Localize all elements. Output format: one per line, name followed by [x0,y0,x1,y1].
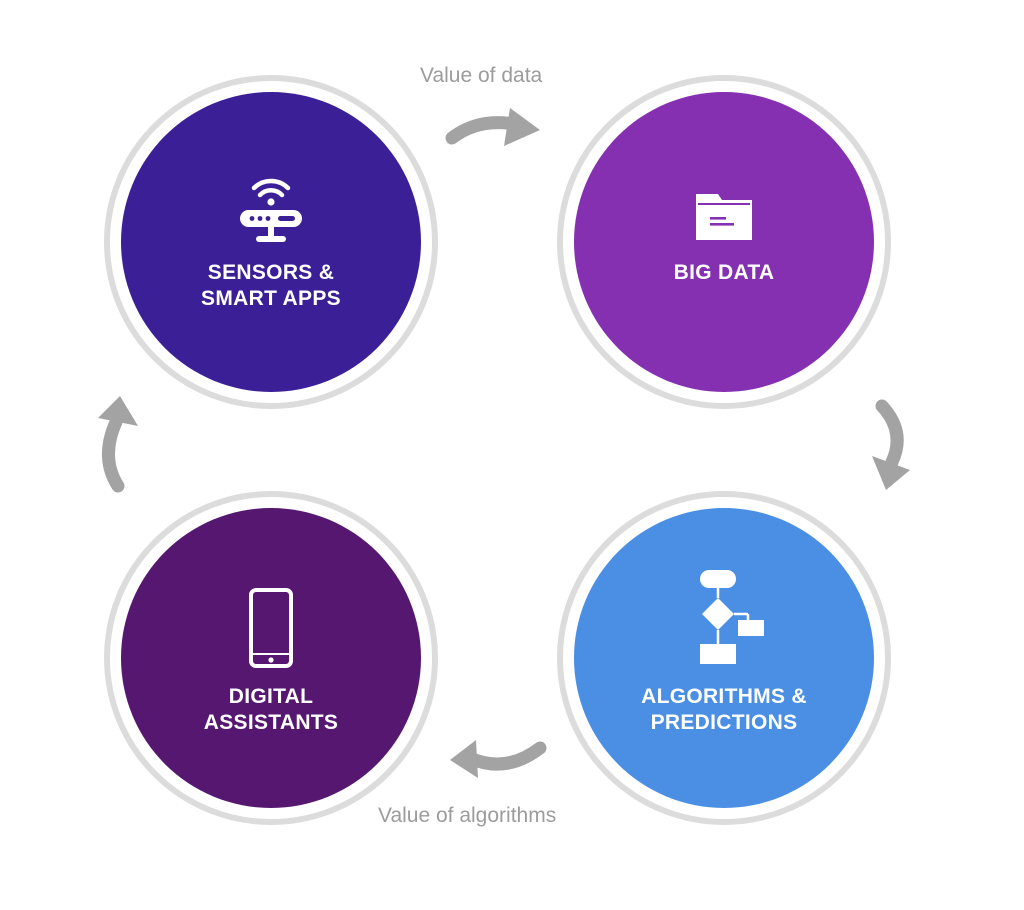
node-algorithms-predictions: ALGORITHMS & PREDICTIONS [557,491,891,825]
node-big-data-label: BIG DATA [673,261,775,284]
node-algorithms-circle: ALGORITHMS & PREDICTIONS [574,508,874,808]
node-big-data-circle: BIG DATA [574,92,874,392]
arrow-bottom-head [450,740,478,778]
node-digital-assistants-circle: DIGITAL ASSISTANTS [121,508,421,808]
edge-label-value-of-data: Value of data [420,64,543,87]
node-algorithms-label: ALGORITHMS & PREDICTIONS [641,685,807,734]
node-digital-assistants-label: DIGITAL ASSISTANTS [203,685,339,734]
arrow-top [445,116,521,145]
smartphone-icon [249,588,293,668]
edge-label-value-of-algorithms: Value of algorithms [378,804,557,827]
node-digital-assistants: DIGITAL ASSISTANTS [104,491,438,825]
arrow-bottom [463,741,547,771]
flowchart-icon [700,570,764,664]
wifi-router-icon [240,178,302,242]
arrow-left-head [98,396,138,426]
folder-icon [696,194,752,240]
node-sensors-label: SENSORS & SMART APPS [201,261,341,310]
arrow-right-head [872,456,910,490]
arrow-right [875,399,904,469]
node-sensors-smart-apps: SENSORS & SMART APPS [104,75,438,409]
node-big-data: BIG DATA [557,75,891,409]
arrow-top-head [504,108,540,146]
arrow-left [101,415,125,493]
node-sensors-circle: SENSORS & SMART APPS [121,92,421,392]
